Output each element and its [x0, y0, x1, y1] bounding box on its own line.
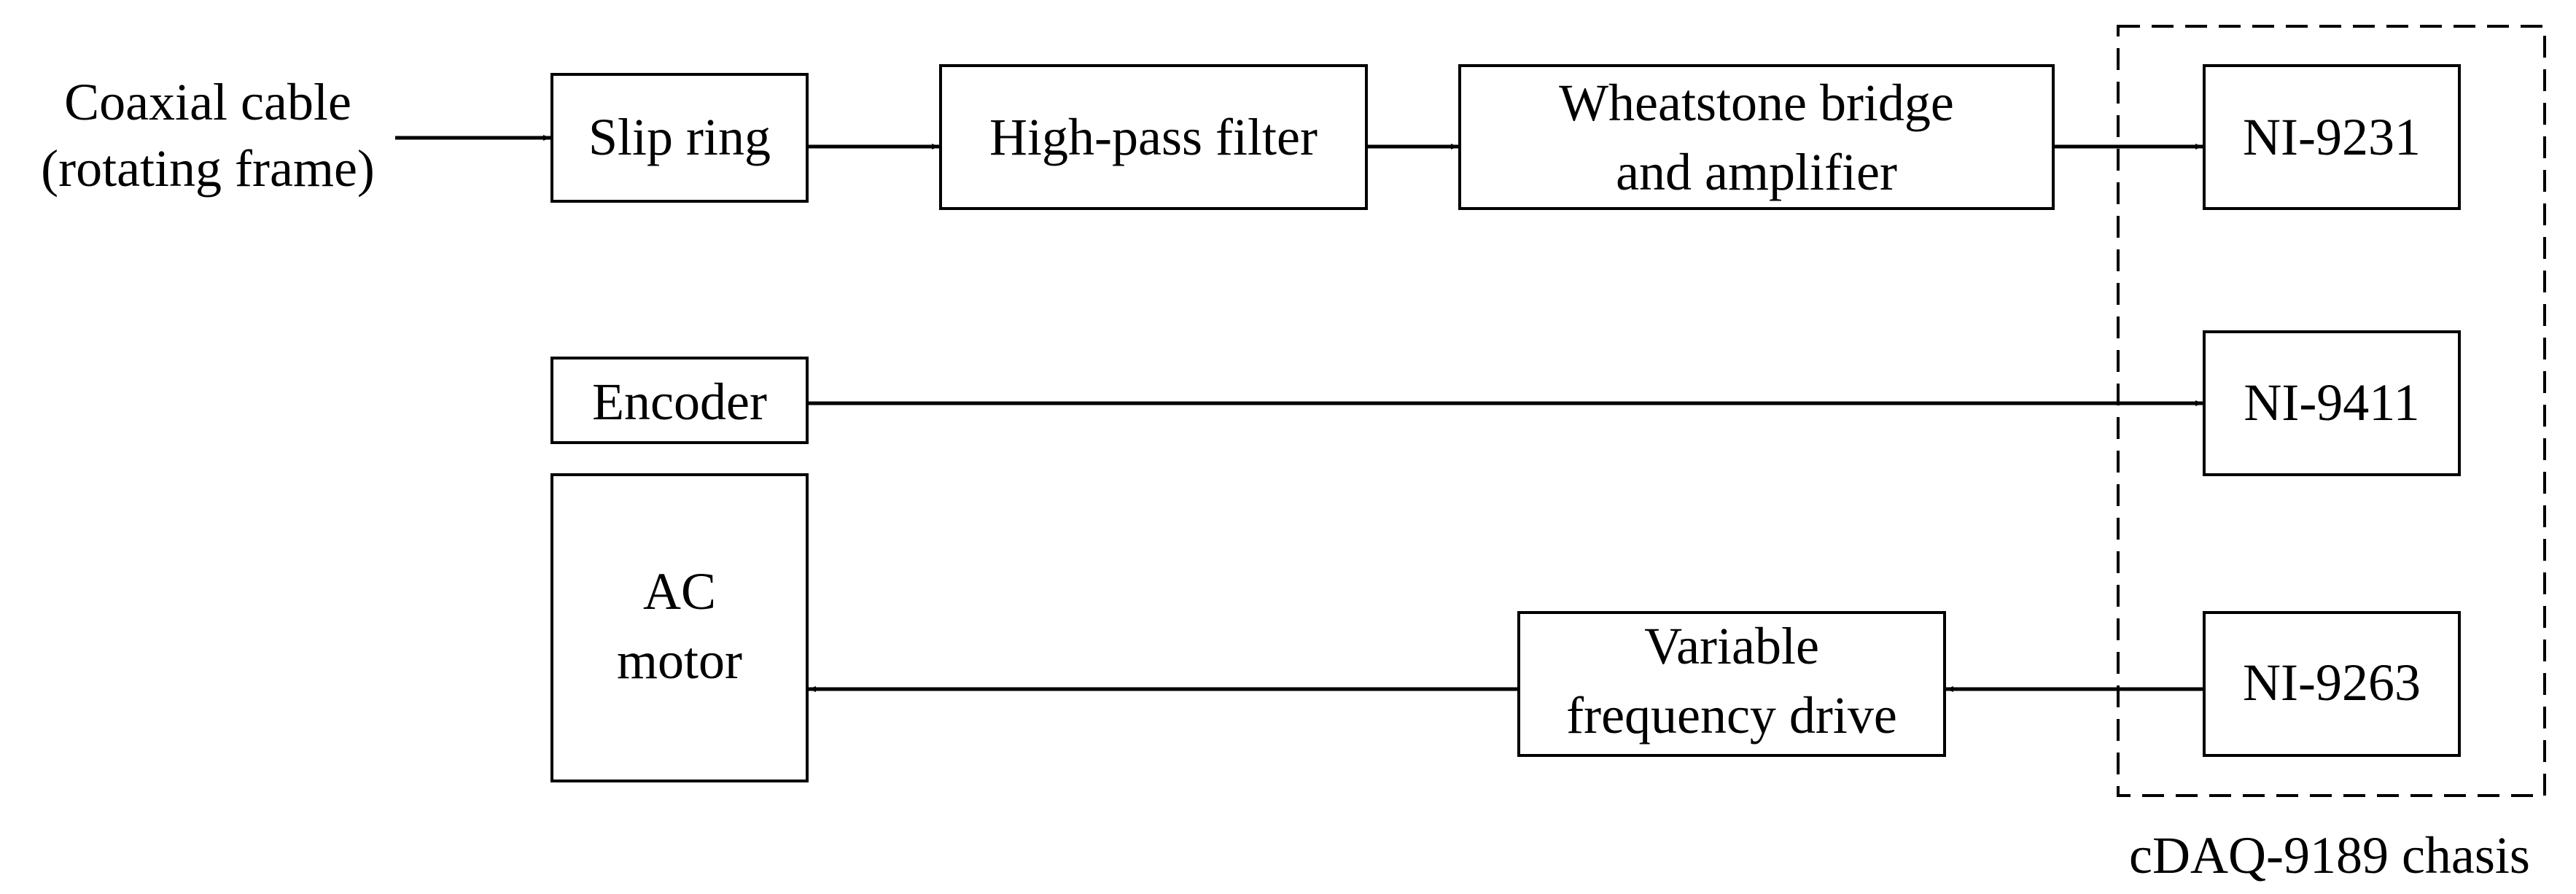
- variable-frequency-drive-block: Variable frequency drive: [1517, 611, 1946, 757]
- encoder-label: Encoder: [592, 373, 767, 431]
- input-label-line1: Coaxial cable: [64, 73, 351, 131]
- ni-9411-block: NI-9411: [2203, 330, 2461, 476]
- ni-9263-label: NI-9263: [2243, 653, 2421, 712]
- chassis-label: cDAQ-9189 chasis: [2129, 826, 2530, 885]
- high-pass-filter-block: High-pass filter: [939, 64, 1368, 210]
- chassis-boundary: [2117, 25, 2546, 797]
- slip-ring-label: Slip ring: [588, 108, 771, 166]
- wheatstone-bridge-block: Wheatstone bridge and amplifier: [1458, 64, 2055, 210]
- wheatstone-label-line1: Wheatstone bridge: [1559, 74, 1954, 132]
- ni-9411-label: NI-9411: [2244, 373, 2419, 432]
- ac-motor-block: AC motor: [550, 473, 809, 782]
- wheatstone-label-line2: and amplifier: [1616, 143, 1897, 201]
- input-label-line2: (rotating frame): [41, 139, 375, 198]
- ni-9263-block: NI-9263: [2203, 611, 2461, 757]
- encoder-block: Encoder: [550, 357, 809, 444]
- ac-motor-label-line2: motor: [617, 631, 742, 690]
- ac-motor-label-line1: AC: [643, 562, 716, 621]
- vfd-label-line1: Variable: [1644, 617, 1819, 675]
- high-pass-filter-label: High-pass filter: [989, 108, 1318, 166]
- ni-9231-block: NI-9231: [2203, 64, 2461, 210]
- ni-9231-label: NI-9231: [2243, 108, 2421, 166]
- slip-ring-block: Slip ring: [550, 73, 809, 203]
- vfd-label-line2: frequency drive: [1566, 686, 1897, 745]
